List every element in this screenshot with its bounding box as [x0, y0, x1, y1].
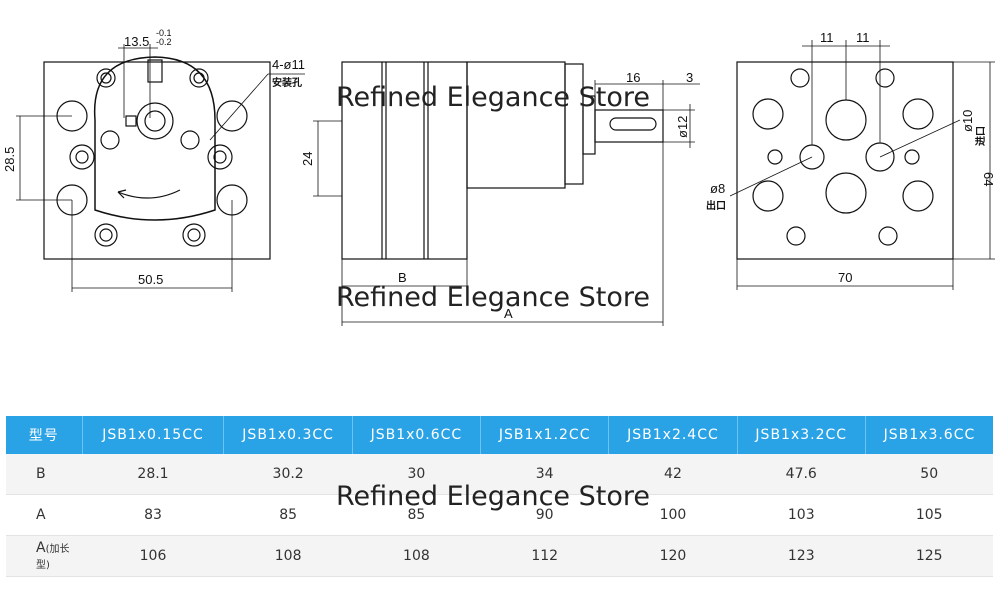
watermark: Refined Elegance Store [336, 82, 650, 113]
table-row: B 28.1 30.2 30 34 42 47.6 50 [6, 454, 993, 495]
table-cell: 90 [480, 494, 609, 536]
table-cell: 30.2 [223, 454, 353, 495]
table-header-model: JSB1x0.3CC [223, 416, 353, 454]
inlet-label: 进口 [974, 126, 987, 146]
table-cell: 103 [737, 494, 866, 536]
dim-3: 3 [686, 70, 693, 85]
dim-shaft-diameter: ø12 [675, 116, 690, 138]
table-cell: 112 [480, 535, 609, 577]
table-row: A 83 85 85 90 100 103 105 [6, 494, 993, 536]
dim-13-5: 13.5 [124, 34, 149, 49]
table-header-model: JSB1x0.6CC [352, 416, 482, 454]
dim-A: A [504, 306, 513, 321]
dim-50-5: 50.5 [138, 272, 163, 287]
dim-inlet-diameter: ø10 [960, 110, 975, 132]
table-cell: 108 [352, 535, 481, 577]
row-label: A [6, 494, 82, 536]
table-cell: 123 [737, 535, 866, 577]
port-view [729, 40, 995, 290]
front-view [16, 44, 305, 292]
table-cell: 50 [865, 454, 993, 495]
dim-13-5-tol-upper: -0.1 [156, 28, 172, 38]
technical-drawing: 13.5 -0.1 -0.2 28.5 50.5 4-ø11 安装孔 16 3 … [2, 28, 996, 326]
table-cell: 100 [608, 494, 738, 536]
table-row: A(加长型) 106 108 108 112 120 123 125 [6, 535, 993, 577]
table-cell: 30 [352, 454, 481, 495]
dim-outlet-diameter: ø8 [710, 181, 725, 196]
dim-11-left: 11 [820, 30, 834, 45]
table-header-model: JSB1x0.15CC [82, 416, 225, 454]
dim-11-right: 11 [856, 30, 870, 45]
table-cell: 105 [865, 494, 993, 536]
table-cell: 42 [608, 454, 738, 495]
table-header-model: JSB1x3.6CC [865, 416, 993, 454]
outlet-label: 出口 [706, 199, 726, 212]
table-cell: 108 [223, 535, 353, 577]
watermark: Refined Elegance Store [336, 481, 650, 512]
hole-label: 安装孔 [272, 76, 302, 89]
table-cell: 47.6 [737, 454, 866, 495]
dim-13-5-tol-lower: -0.2 [156, 37, 172, 47]
hole-callout: 4-ø11 [272, 57, 305, 72]
table-cell: 85 [223, 494, 353, 536]
table-cell: 120 [608, 535, 738, 577]
dim-64: 64 [981, 172, 996, 186]
table-cell: 106 [82, 535, 224, 577]
spec-table: 型号 JSB1x0.15CC JSB1x0.3CC JSB1x0.6CC JSB… [6, 416, 993, 577]
table-cell: 125 [865, 535, 993, 577]
row-label: B [6, 454, 82, 495]
table-header-row: 型号 JSB1x0.15CC JSB1x0.3CC JSB1x0.6CC JSB… [6, 416, 993, 454]
table-header-model: JSB1x2.4CC [608, 416, 738, 454]
table-header-model: JSB1x1.2CC [480, 416, 610, 454]
row-label: A(加长型) [6, 535, 82, 577]
table-cell: 28.1 [82, 454, 224, 495]
dim-70: 70 [838, 270, 852, 285]
table-header-label: 型号 [6, 416, 83, 454]
dim-16: 16 [626, 70, 640, 85]
table-cell: 34 [480, 454, 609, 495]
dim-B: B [398, 270, 407, 285]
side-view [313, 61, 700, 326]
watermark: Refined Elegance Store [336, 282, 650, 313]
table-cell: 83 [82, 494, 224, 536]
dim-28-5: 28.5 [2, 147, 17, 172]
table-cell: 85 [352, 494, 481, 536]
dim-24: 24 [300, 152, 315, 166]
table-header-model: JSB1x3.2CC [737, 416, 866, 454]
